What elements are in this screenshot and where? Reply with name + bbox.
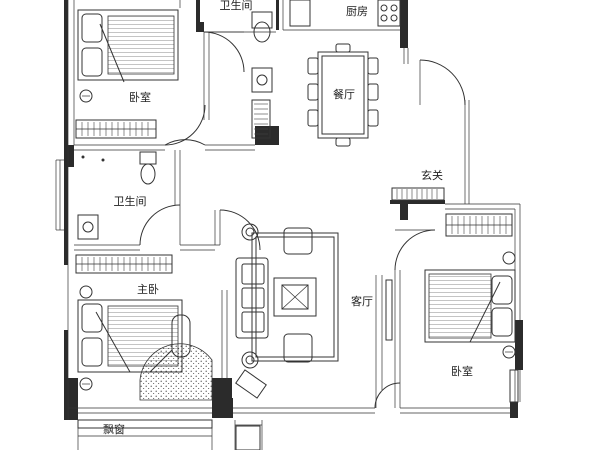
label-bay-window: 飘窗	[103, 422, 125, 436]
label-bathroom-middle: 卫生间	[114, 194, 147, 208]
wardrobes	[75, 99, 513, 274]
bed-master	[77, 285, 213, 401]
label-entrance: 玄关	[421, 168, 443, 182]
bay-window	[77, 419, 261, 450]
bed-right	[424, 251, 519, 403]
kitchen-fixtures	[289, 0, 401, 27]
dining-table	[307, 43, 379, 147]
room-labels: 卧室 卫生间 厨房 餐厅 玄关 卫生间 主卧 客厅 卧室 飘窗	[103, 0, 473, 436]
label-living-room: 客厅	[351, 294, 373, 308]
label-bathroom-top: 卫生间	[220, 0, 253, 12]
label-master-bedroom: 主卧	[137, 283, 159, 296]
bathroom-middle-fixtures	[77, 151, 157, 240]
label-dining: 餐厅	[333, 87, 355, 101]
bed-top-left	[77, 9, 179, 103]
living-room-sofa-set	[235, 223, 393, 399]
walls	[64, 0, 523, 420]
label-kitchen: 厨房	[346, 5, 368, 18]
doors	[139, 31, 466, 409]
label-bedroom-right: 卧室	[451, 364, 473, 378]
bathroom-top-fixtures	[251, 11, 273, 93]
label-bedroom-top-left: 卧室	[129, 90, 151, 104]
